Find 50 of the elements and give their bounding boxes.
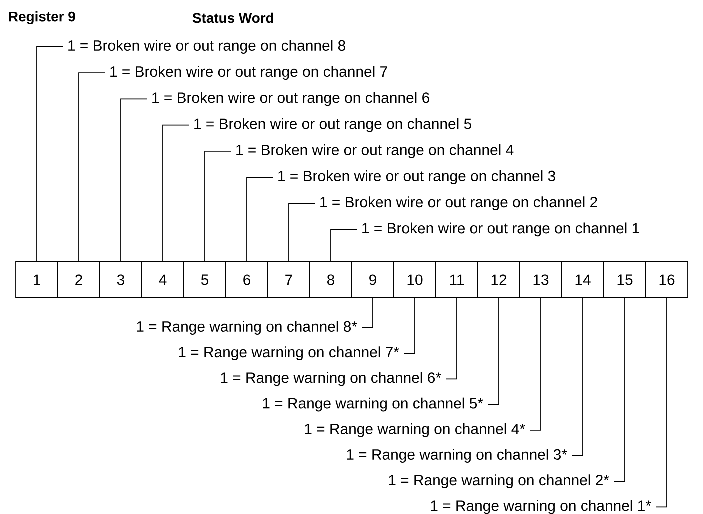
leader-line	[288, 203, 316, 262]
bit-description: 1 = Range warning on channel 7*	[179, 346, 400, 361]
bit-cell: 13	[520, 262, 562, 298]
bit-description: 1 = Broken wire or out range on channel 1	[362, 222, 640, 237]
bit-description: 1 = Range warning on channel 5*	[263, 398, 484, 412]
leader-line	[530, 298, 542, 431]
leader-line	[488, 298, 500, 406]
leader-line	[36, 46, 64, 262]
bit-cell: 2	[58, 262, 100, 298]
leader-line	[446, 298, 458, 380]
bit-cell: 4	[142, 262, 184, 298]
bit-cell: 6	[226, 262, 268, 298]
bit-description: 1 = Broken wire or out range on channel 2	[320, 196, 598, 211]
bit-cell: 10	[394, 262, 436, 298]
leader-line	[572, 298, 584, 456]
leader-line	[330, 229, 358, 262]
leader-line	[614, 298, 626, 482]
bit-description: 1 = Range warning on channel 1*	[431, 500, 652, 514]
bit-description: 1 = Range warning on channel 8*	[137, 321, 358, 335]
bit-description: 1 = Range warning on channel 3*	[347, 449, 568, 463]
leader-line	[204, 150, 232, 262]
bit-cell: 3	[100, 262, 142, 298]
bit-cell: 8	[310, 262, 352, 298]
bit-description: 1 = Broken wire or out range on channel 4	[236, 144, 514, 158]
bit-description: 1 = Range warning on channel 4*	[305, 423, 526, 438]
bit-cell: 11	[436, 262, 478, 298]
bit-description: 1 = Broken wire or out range on channel 8	[68, 40, 346, 54]
bit-description: 1 = Broken wire or out range on channel 5	[194, 118, 472, 132]
bit-description: 1 = Range warning on channel 6*	[221, 372, 442, 386]
heading: Status Word	[192, 12, 274, 24]
bit-description: 1 = Broken wire or out range on channel 7	[110, 66, 388, 80]
leader-line	[404, 298, 416, 354]
bit-cell: 12	[478, 262, 520, 298]
bit-cell: 9	[352, 262, 394, 298]
bit-cell: 15	[604, 262, 646, 298]
bit-description: 1 = Range warning on channel 2*	[389, 474, 610, 489]
bit-cell: 1	[16, 262, 58, 298]
leader-line	[362, 298, 374, 328]
leader-line	[120, 98, 148, 262]
leader-line	[78, 72, 106, 262]
leader-line	[656, 298, 668, 508]
bit-cell: 7	[268, 262, 310, 298]
bit-description: 1 = Broken wire or out range on channel 3	[278, 170, 556, 184]
bit-cell: 5	[184, 262, 226, 298]
bit-description: 1 = Broken wire or out range on channel 6	[152, 92, 430, 106]
heading: Register 9	[9, 11, 76, 25]
leader-line	[246, 177, 274, 262]
bit-cell: 14	[562, 262, 604, 298]
leader-line	[162, 124, 190, 262]
bit-cell: 16	[646, 262, 688, 298]
